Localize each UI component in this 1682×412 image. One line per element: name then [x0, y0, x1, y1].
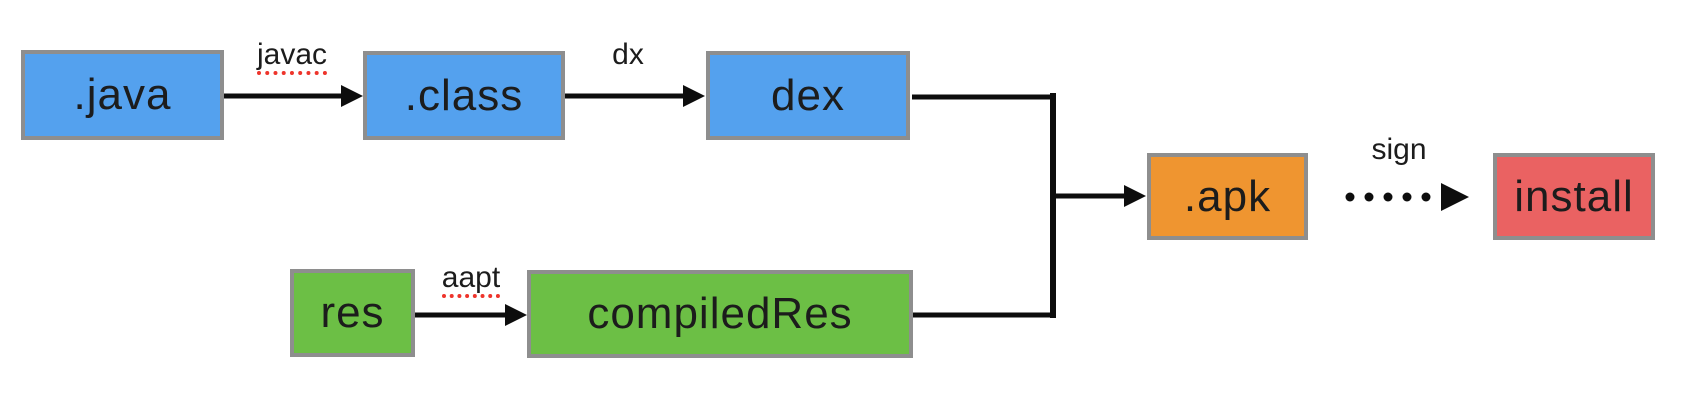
node-compiledres-label: compiledRes	[587, 289, 853, 338]
edge-label-sign-text: sign	[1371, 133, 1427, 166]
node-class-label: .class	[404, 70, 524, 120]
node-dex: dex	[706, 51, 910, 140]
edge-label-dx-text: dx	[612, 38, 644, 71]
node-install: install	[1493, 153, 1655, 240]
edge-label-aapt: aapt	[391, 261, 551, 298]
node-dex-label: dex	[771, 70, 845, 120]
edge-label-javac: javac	[212, 38, 372, 75]
edge-merge-to-apk	[1055, 185, 1146, 207]
node-apk-label: .apk	[1183, 171, 1272, 221]
edge-label-aapt-text: aapt	[441, 261, 501, 298]
node-java-label: .java	[73, 70, 172, 119]
edge-label-javac-text: javac	[256, 38, 328, 75]
node-compiledres: compiledRes	[527, 270, 913, 358]
edge-res-to-compiledres	[415, 304, 527, 326]
edge-merge-connector	[912, 93, 1056, 318]
edge-label-dx: dx	[548, 38, 708, 71]
node-res: res	[290, 269, 415, 357]
edge-label-sign: sign	[1319, 133, 1479, 166]
edge-java-to-class	[224, 85, 363, 107]
node-class: .class	[363, 51, 565, 140]
node-java: .java	[21, 50, 224, 140]
node-apk: .apk	[1147, 153, 1308, 240]
node-install-label: install	[1514, 171, 1634, 221]
edge-apk-to-install	[1345, 183, 1469, 211]
node-res-label: res	[320, 288, 385, 337]
edge-class-to-dex	[565, 85, 705, 107]
